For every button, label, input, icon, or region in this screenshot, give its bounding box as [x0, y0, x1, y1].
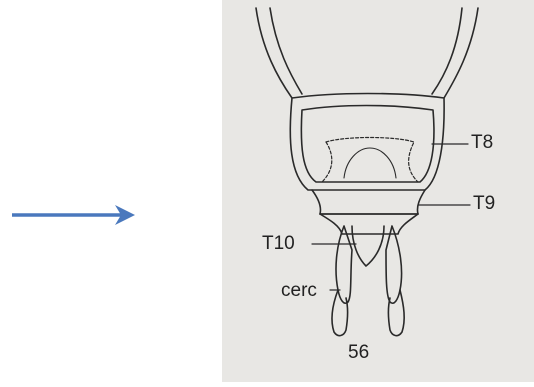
figure-number: 56 [348, 343, 369, 362]
label-t8: T8 [471, 133, 493, 152]
label-cerc: cerc [281, 281, 317, 300]
label-t9: T9 [473, 194, 495, 213]
label-t10: T10 [262, 234, 295, 253]
pointer-arrow [12, 205, 135, 225]
